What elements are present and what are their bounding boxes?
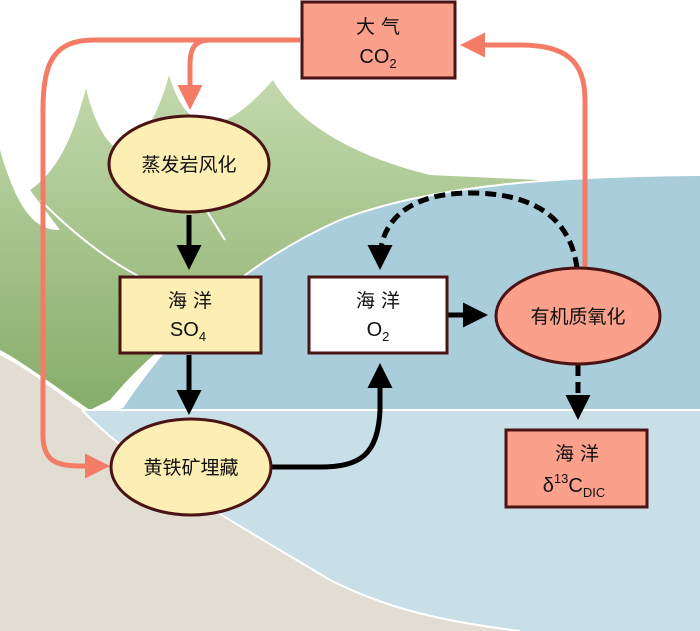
arrow-co2-to-pyrite	[40, 37, 300, 479]
node-box	[504, 428, 649, 509]
node-box	[118, 275, 263, 355]
formula-main: C	[568, 475, 582, 497]
node-ocean-o2: 海 洋 O2	[307, 275, 449, 355]
arrow-pyrite-to-o2	[272, 363, 393, 470]
formula-subscript: 2	[382, 329, 389, 344]
formula-subscript: 4	[199, 329, 206, 344]
node-atmosphere-co2: 大 气 CO2	[300, 0, 457, 80]
node-label-line1: 大 气	[356, 16, 400, 38]
node-label: 有机质氧化	[530, 306, 625, 328]
node-label: 蒸发岩风化	[141, 154, 236, 176]
node-pyrite-burial: 黄铁矿埋藏	[109, 417, 273, 517]
node-label-formula: δ13CDIC	[543, 471, 605, 500]
black-arrows	[176, 190, 591, 470]
delta-symbol: δ	[543, 475, 554, 497]
node-label-line1: 海 洋	[555, 443, 599, 465]
salmon-arrows	[40, 32, 588, 479]
node-ellipse	[494, 266, 662, 366]
node-evaporite-weathering: 蒸发岩风化	[107, 114, 271, 214]
formula-main: O	[367, 319, 383, 341]
node-label-formula: SO4	[170, 319, 206, 344]
node-label-formula: CO2	[359, 46, 396, 71]
formula-main: CO	[359, 46, 389, 68]
formula-subscript: 2	[389, 56, 396, 71]
node-organic-oxidation: 有机质氧化	[494, 266, 662, 366]
node-box	[307, 275, 449, 355]
mountain-ridge-line	[354, 134, 431, 166]
arrow-oxidation-to-o2-dashed	[367, 190, 580, 270]
seafloor	[0, 355, 520, 631]
formula-subscript: DIC	[583, 485, 605, 500]
node-ocean-so4: 海 洋 SO4	[118, 275, 263, 355]
node-ellipse	[107, 114, 271, 214]
node-box	[300, 0, 457, 80]
formula-superscript: 13	[554, 471, 568, 486]
node-ellipse	[109, 417, 273, 517]
node-label: 黄铁矿埋藏	[143, 457, 238, 479]
node-label-line1: 海 洋	[168, 290, 212, 312]
formula-main: SO	[170, 319, 199, 341]
node-ocean-d13c: 海 洋 δ13CDIC	[504, 428, 649, 509]
node-label-formula: O2	[367, 319, 390, 344]
node-label-line1: 海 洋	[356, 290, 400, 312]
arrow-oxidation-to-co2	[460, 32, 588, 268]
